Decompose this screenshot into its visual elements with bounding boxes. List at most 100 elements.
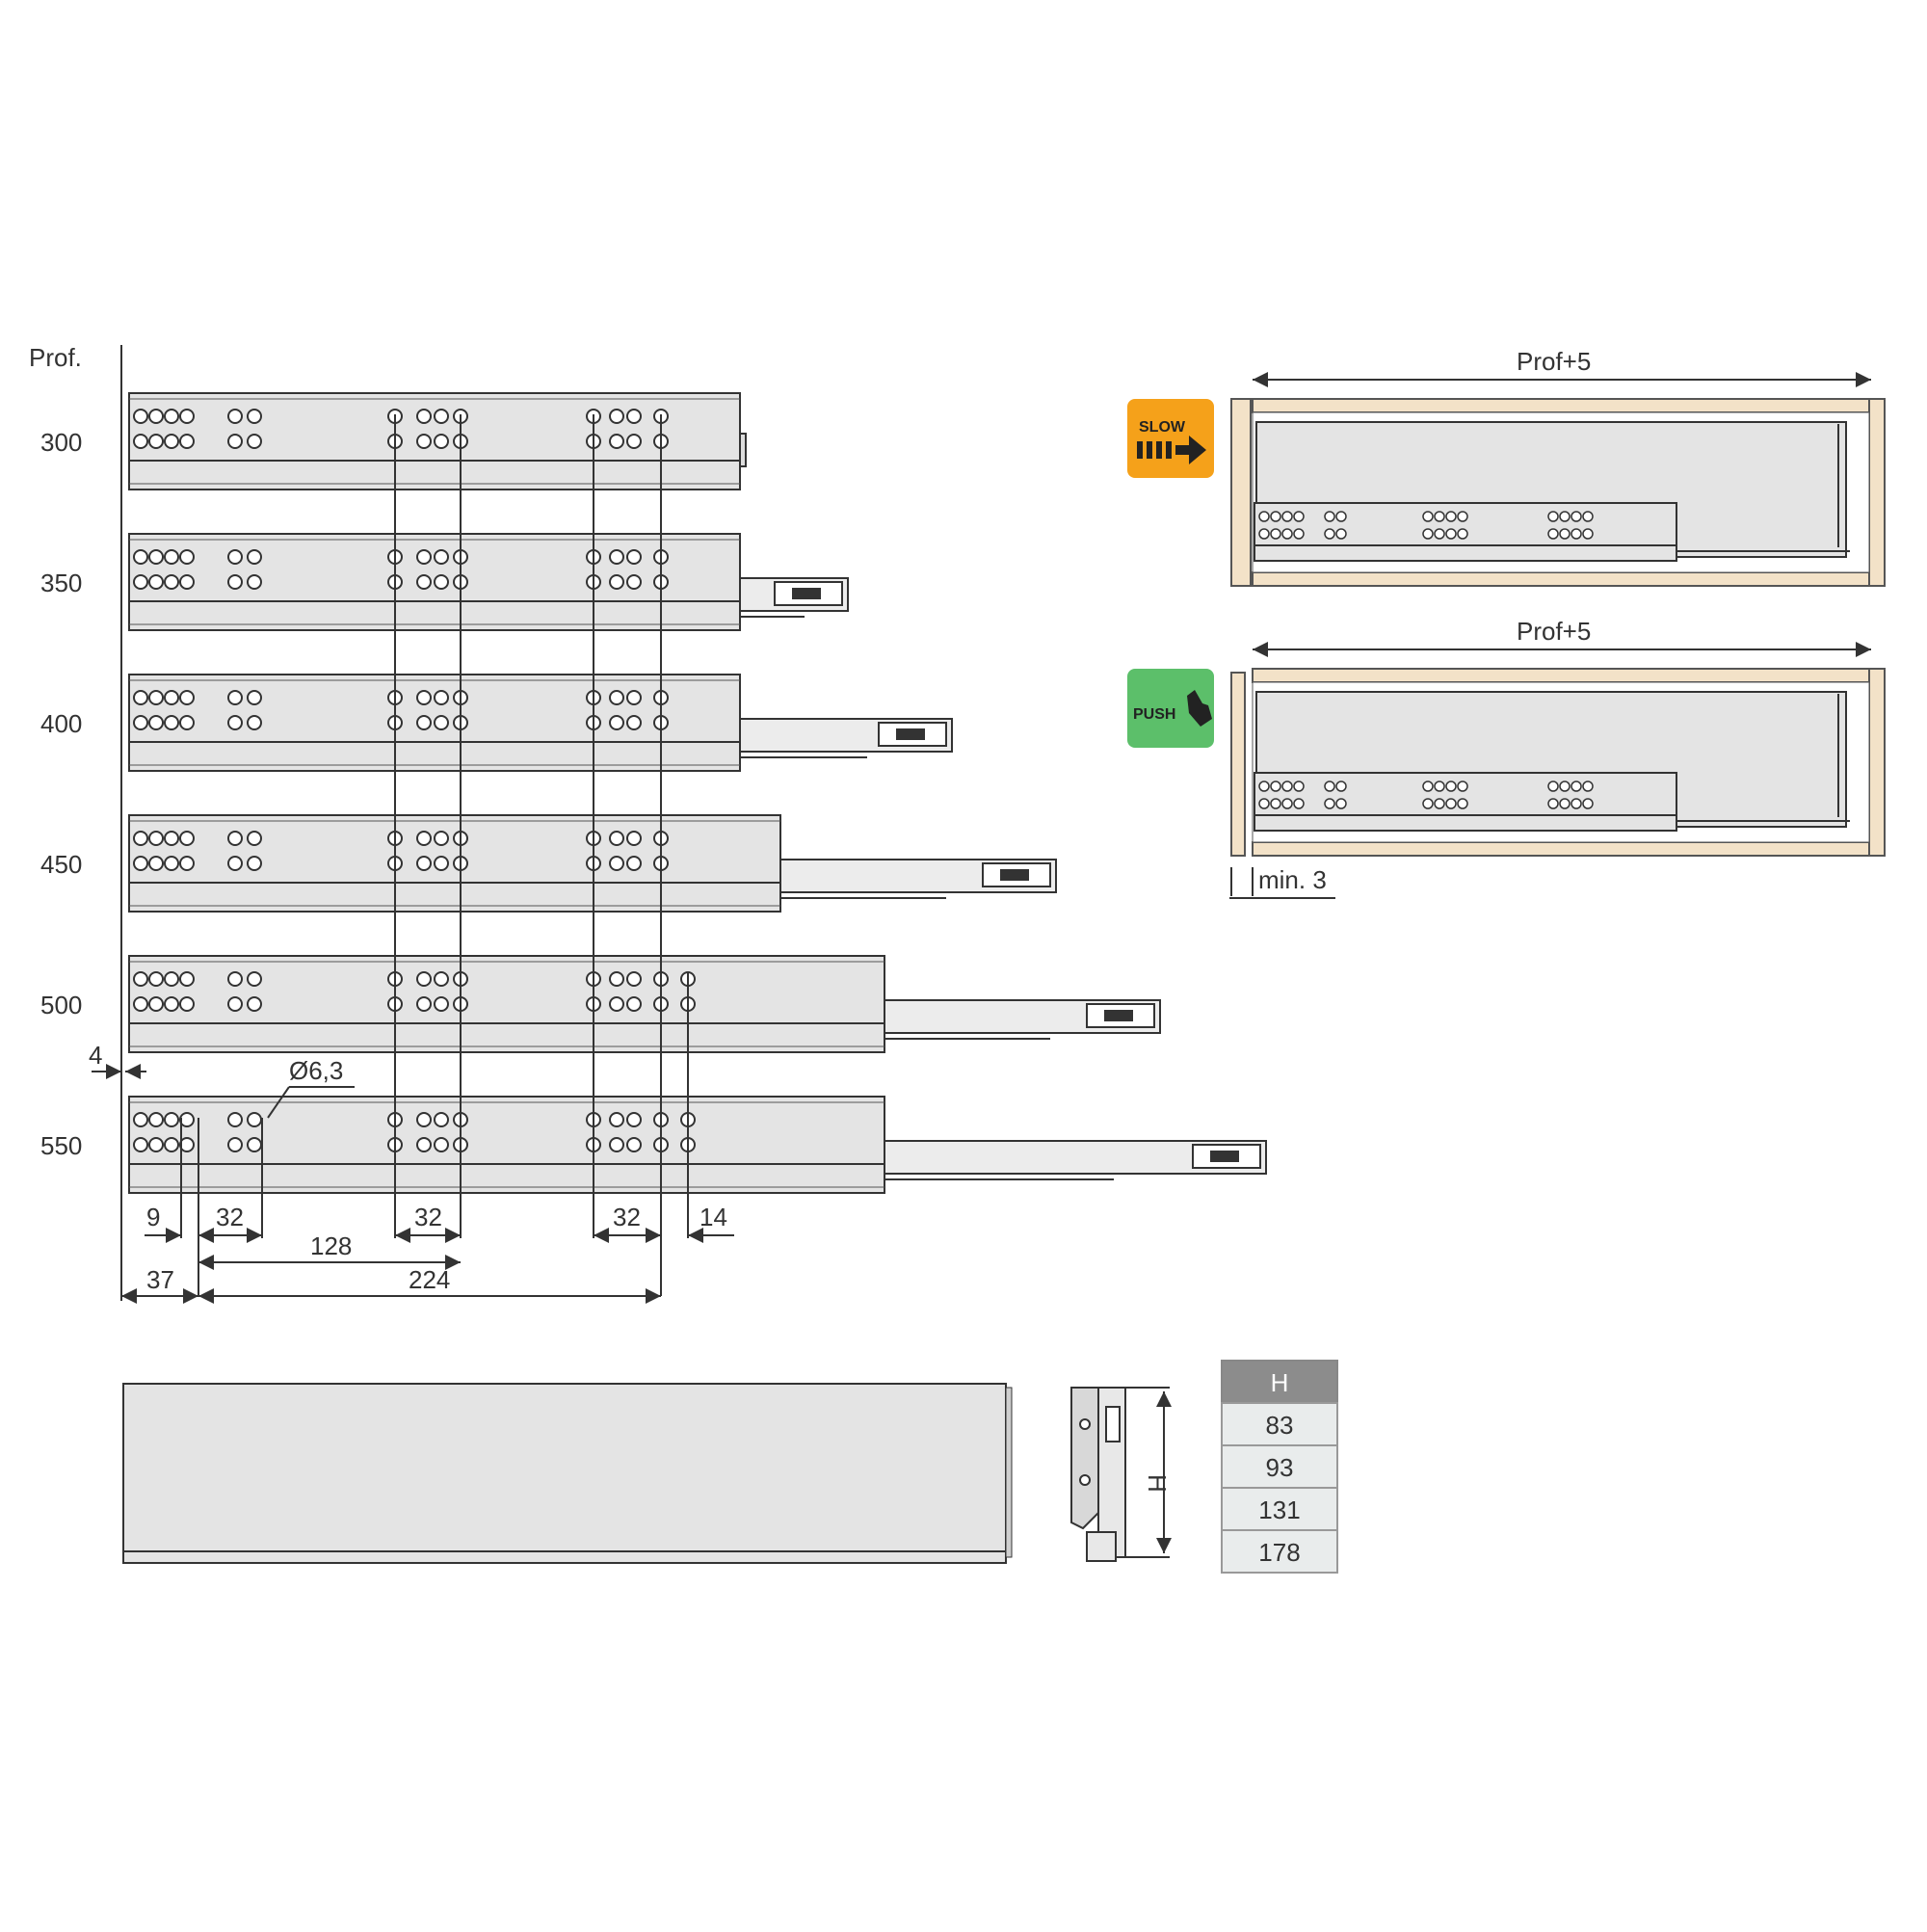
mounting-hole	[1335, 781, 1347, 792]
mounting-hole	[247, 434, 262, 449]
mounting-hole	[416, 715, 432, 730]
push-hand-icon	[1187, 690, 1212, 727]
mounting-hole	[434, 831, 449, 846]
mounting-hole	[164, 574, 179, 590]
mounting-hole	[1559, 528, 1571, 540]
height-row-2: 93	[1266, 1453, 1294, 1482]
mounting-hole	[133, 690, 148, 705]
mounting-hole	[1434, 528, 1445, 540]
mounting-hole	[164, 690, 179, 705]
mounting-hole	[164, 434, 179, 449]
mounting-hole	[247, 690, 262, 705]
mounting-hole	[179, 856, 195, 871]
mounting-hole	[227, 434, 243, 449]
mounting-hole	[133, 715, 148, 730]
mounting-hole	[1335, 798, 1347, 809]
mounting-hole	[247, 1112, 262, 1127]
mounting-hole	[1293, 528, 1305, 540]
mounting-hole	[164, 549, 179, 565]
mounting-hole	[626, 434, 642, 449]
mounting-hole	[1457, 798, 1468, 809]
mounting-hole	[164, 856, 179, 871]
dim-37: 37	[146, 1265, 174, 1294]
mounting-hole	[179, 831, 195, 846]
mounting-hole	[133, 574, 148, 590]
mounting-hole	[133, 549, 148, 565]
mounting-hole	[164, 831, 179, 846]
mounting-hole	[247, 549, 262, 565]
mounting-hole	[1547, 781, 1559, 792]
mounting-hole	[626, 690, 642, 705]
dim-224: 224	[409, 1265, 450, 1294]
mounting-hole	[179, 715, 195, 730]
push-badge	[1127, 669, 1214, 748]
installation-slow: SLOW Prof+5	[1127, 347, 1886, 587]
mounting-hole	[227, 574, 243, 590]
mounting-hole	[416, 996, 432, 1012]
mounting-hole	[1547, 511, 1559, 522]
mounting-hole	[179, 409, 195, 424]
dim-128: 128	[310, 1231, 352, 1260]
height-table: H 83 93 131 178	[1221, 1360, 1338, 1574]
mounting-hole	[1434, 781, 1445, 792]
mounting-hole	[179, 971, 195, 987]
mounting-hole	[227, 690, 243, 705]
mounting-hole	[1293, 511, 1305, 522]
mounting-hole	[1335, 528, 1347, 540]
mounting-hole	[1258, 528, 1270, 540]
mounting-hole	[1582, 798, 1594, 809]
mounting-hole	[1422, 798, 1434, 809]
mounting-hole	[227, 831, 243, 846]
mounting-hole	[179, 434, 195, 449]
mounting-hole	[626, 856, 642, 871]
mounting-hole	[626, 996, 642, 1012]
mounting-hole	[434, 690, 449, 705]
mounting-hole	[434, 434, 449, 449]
mounting-hole	[416, 409, 432, 424]
mounting-hole	[1270, 511, 1281, 522]
mounting-hole	[1281, 781, 1293, 792]
mounting-hole	[1582, 511, 1594, 522]
mounting-hole	[1582, 528, 1594, 540]
mounting-hole	[247, 971, 262, 987]
mounting-hole	[227, 1137, 243, 1152]
mounting-hole	[164, 1137, 179, 1152]
mounting-hole	[247, 574, 262, 590]
mounting-hole	[609, 996, 624, 1012]
mounting-hole	[1547, 528, 1559, 540]
mounting-hole	[1571, 798, 1582, 809]
mounting-hole	[227, 409, 243, 424]
slide-row	[128, 1096, 1267, 1194]
mounting-hole	[227, 996, 243, 1012]
mounting-hole	[416, 1137, 432, 1152]
hole-alignment-lines	[180, 414, 689, 1296]
mounting-hole	[1547, 798, 1559, 809]
mounting-hole	[133, 1137, 148, 1152]
drawer-side-panel	[122, 1383, 1013, 1564]
mounting-hole	[1559, 781, 1571, 792]
slide-row	[128, 955, 1161, 1053]
mounting-hole	[1324, 781, 1335, 792]
dim-32-c: 32	[613, 1203, 641, 1231]
mounting-hole	[1258, 798, 1270, 809]
mounting-hole	[148, 831, 164, 846]
mounting-hole	[247, 409, 262, 424]
slow-arrow-icon	[1137, 436, 1206, 464]
mounting-hole	[133, 434, 148, 449]
dim-32-a: 32	[216, 1203, 244, 1231]
mounting-hole	[416, 690, 432, 705]
mounting-hole	[179, 549, 195, 565]
mounting-hole	[164, 715, 179, 730]
mounting-hole	[227, 549, 243, 565]
height-row-4: 178	[1258, 1538, 1300, 1567]
mounting-hole	[179, 690, 195, 705]
mounting-hole	[1434, 511, 1445, 522]
mounting-hole	[609, 715, 624, 730]
height-table-header: H	[1271, 1368, 1289, 1397]
installation-push: PUSH Prof+5 min. 3	[1127, 617, 1886, 899]
mounting-hole	[1582, 781, 1594, 792]
slide-row	[128, 533, 849, 631]
mounting-hole	[1270, 781, 1281, 792]
mounting-hole	[434, 1137, 449, 1152]
